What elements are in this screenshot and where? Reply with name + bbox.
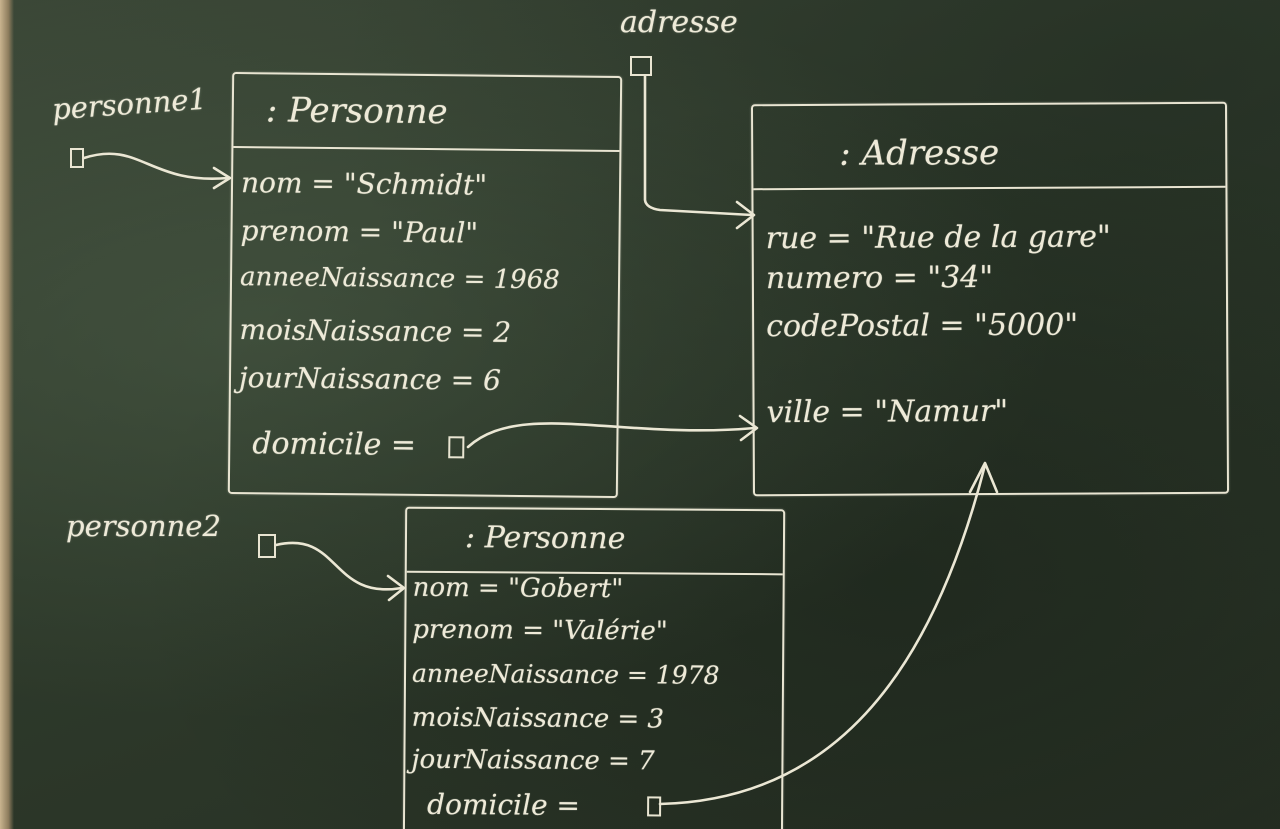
attribute-nom: nom = "Gobert"	[412, 572, 624, 605]
attribute-rue: rue = "Rue de la gare"	[765, 219, 1111, 257]
attribute-jour-naissance: jourNaissance = 7	[411, 744, 655, 777]
arrow-personne2-to-object	[274, 541, 404, 591]
attribute-ville: ville = "Namur"	[766, 393, 1009, 431]
attribute-prenom: prenom = "Valérie"	[412, 614, 668, 647]
personne-object-gobert: : Personne nom = "Gobert" prenom = "Valé…	[402, 506, 786, 829]
attribute-jour-naissance: jourNaissance = 6	[238, 361, 502, 397]
personne-object-schmidt: : Personne nom = "Schmidt" prenom = "Pau…	[227, 71, 623, 499]
personne2-reference-box	[258, 534, 276, 558]
arrow-personne1-to-object	[82, 152, 230, 181]
attribute-code-postal: codePostal = "5000"	[766, 307, 1079, 345]
attribute-numero: numero = "34"	[765, 259, 994, 297]
variable-adresse-label: adresse	[620, 5, 738, 40]
object-title: : Personne	[406, 508, 784, 576]
personne1-reference-box	[70, 148, 84, 168]
variable-personne1-label: personne1	[50, 81, 208, 127]
domicile-reference-box	[448, 436, 465, 459]
object-title: : Personne	[233, 73, 621, 153]
adresse-reference-box	[630, 56, 652, 76]
board-frame-edge	[0, 0, 14, 829]
attribute-nom: nom = "Schmidt"	[240, 166, 488, 202]
arrowhead-personne1	[212, 166, 232, 190]
adresse-object: : Adresse rue = "Rue de la gare" numero …	[750, 101, 1230, 497]
attribute-domicile: domicile =	[252, 426, 417, 463]
arrowhead-personne2	[386, 574, 406, 602]
domicile-reference-box	[647, 796, 662, 817]
variable-personne2-label: personne2	[66, 509, 221, 543]
attribute-domicile: domicile =	[427, 787, 581, 822]
attribute-prenom: prenom = "Paul"	[240, 214, 479, 250]
arrow-adresse-to-object	[643, 74, 754, 217]
attribute-mois-naissance: moisNaissance = 2	[239, 313, 512, 349]
attribute-annee-naissance: anneeNaissance = 1968	[239, 262, 560, 296]
attribute-mois-naissance: moisNaissance = 3	[411, 702, 665, 735]
object-title: : Adresse	[752, 103, 1226, 191]
attribute-annee-naissance: anneeNaissance = 1978	[411, 658, 720, 690]
